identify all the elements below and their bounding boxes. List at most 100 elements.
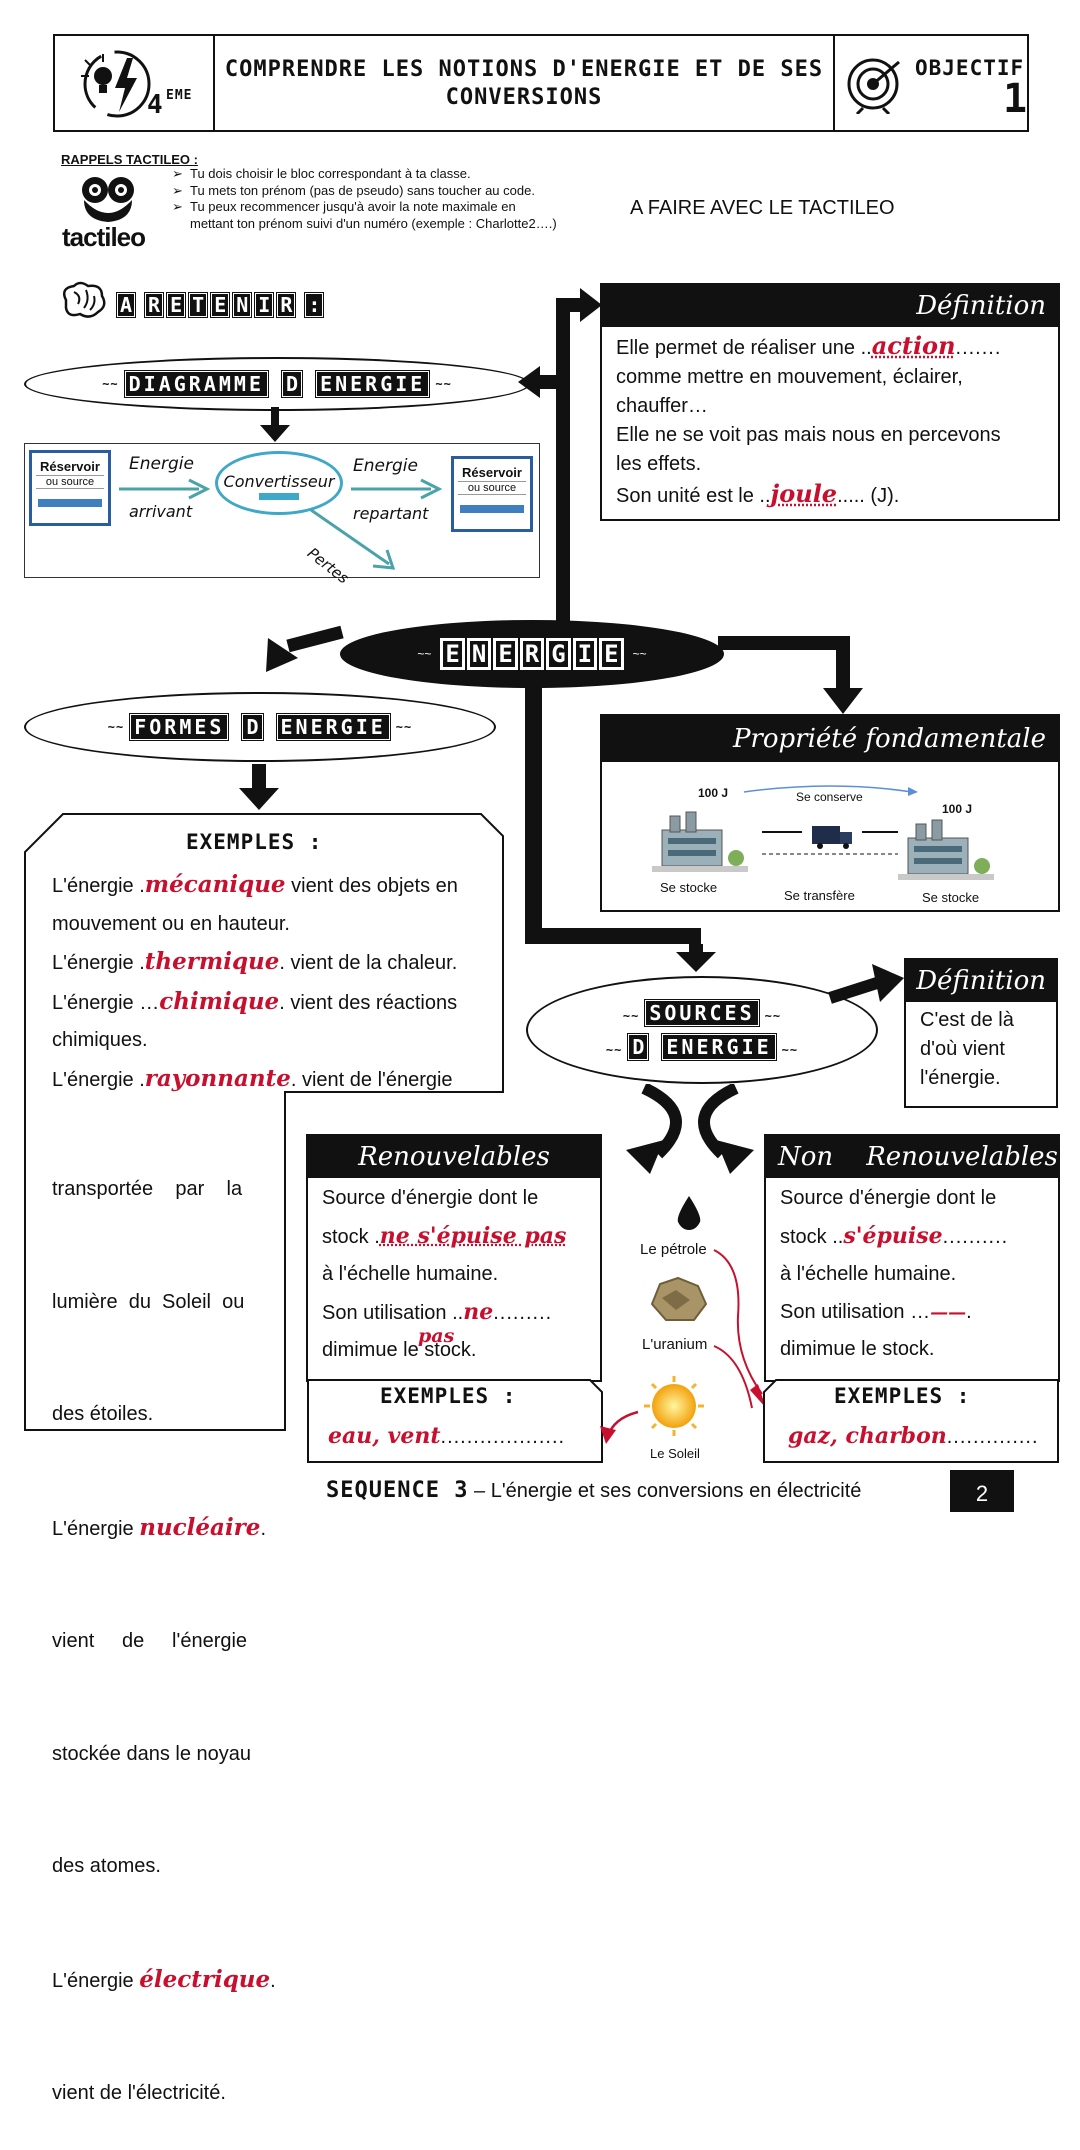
arrow-right-icon: [351, 478, 443, 500]
arrow-down-icon: [676, 944, 716, 974]
answer-nucleaire: nucléaire: [139, 1514, 260, 1541]
non-renouvelables-box: Non Renouvelables Source d'énergie dont …: [764, 1134, 1060, 1382]
title-letter: T: [188, 292, 208, 318]
renouvelables-text: Source d'énergie dont le stock .ne s'épu…: [308, 1178, 600, 1372]
page-title: COMPRENDRE LES NOTIONS D'ENERGIE ET DE S…: [215, 36, 835, 130]
connector-vertical-top: [556, 298, 570, 648]
rule-item: ➢Tu mets ton prénom (pas de pseudo) sans…: [172, 183, 562, 200]
connector-to-sources: [525, 928, 701, 944]
propriete-j1: 100 J: [698, 786, 728, 800]
arrow-up-right-icon: [826, 962, 906, 1012]
title-letter: A: [116, 292, 136, 318]
answer-eau-vent: eau, vent: [328, 1423, 441, 1449]
diagramme-word1: DIAGRAMME: [124, 370, 269, 398]
arrow-right-icon: [119, 478, 211, 500]
target-icon: [845, 54, 905, 114]
footer-sequence: SEQUENCE 3: [326, 1478, 468, 1503]
diagramme-word2: D: [281, 370, 303, 398]
diagramme-ellipse: ~~ DIAGRAMME D ENERGIE ~~: [24, 357, 530, 411]
answer-s-epuise: s'épuise: [843, 1223, 942, 1249]
forme-line: L'énergie .thermique. vient de la chaleu…: [52, 943, 492, 983]
tactileo-heading: RAPPELS TACTILEO :: [61, 152, 198, 167]
diagramme-word3: ENERGIE: [315, 370, 430, 398]
arrow-down-icon: [239, 764, 279, 812]
arrow-down-left-icon: [258, 618, 348, 678]
tactileo-todo: A FAIRE AVEC LE TACTILEO: [630, 197, 895, 220]
answer-rayonnante: rayonnante: [145, 1065, 291, 1092]
connector-to-propriete: [718, 636, 850, 650]
objective-number: 1: [1003, 76, 1028, 122]
formes-upper-text: L'énergie .mécanique vient des objets en…: [52, 866, 492, 1099]
title-letter: E: [210, 292, 230, 318]
forme-line: des atomes.: [52, 1848, 274, 1886]
title-letter: I: [254, 292, 274, 318]
propriete-box: Propriété fondamentale 100 J Se conserve…: [600, 714, 1060, 912]
formes-lower-text: transportée par la lumière du Soleil ou …: [52, 1096, 274, 2150]
answer-ne: ne: [463, 1299, 493, 1325]
title-letter: R: [144, 292, 164, 318]
arrivant-label: arrivant: [129, 502, 192, 521]
title-letter: R: [520, 638, 544, 670]
reservoir-end: Réservoir ou source: [451, 456, 533, 532]
answer-mecanique: mécanique: [145, 871, 286, 898]
definition-sources-box: Définition C'est de là d'où vient l'éner…: [904, 958, 1058, 1108]
renouvelables-head: Renouvelables: [308, 1136, 600, 1178]
non-renouvelables-exemples-label: EXEMPLES :: [834, 1384, 970, 1408]
title-letter: :: [304, 292, 324, 318]
footer: SEQUENCE 3 – L'énergie et ses conversion…: [326, 1478, 861, 1503]
rule-item: ➢Tu dois choisir le bloc correspondant à…: [172, 166, 562, 183]
propriete-transfere: Se transfère: [784, 888, 855, 903]
formes-exemples-label: EXEMPLES :: [186, 830, 322, 854]
footer-text: – L'énergie et ses conversions en électr…: [468, 1480, 861, 1502]
reservoir-start: Réservoir ou source: [29, 450, 111, 526]
renouvelables-exemples-label: EXEMPLES :: [380, 1384, 516, 1408]
frog-logo-icon: [78, 176, 138, 222]
arrow-left-icon: [518, 366, 540, 398]
factory-icon: [898, 816, 998, 886]
answer-chimique: chimique: [159, 988, 279, 1015]
sources-word1: SOURCES: [644, 999, 759, 1027]
forme-line: transportée par la: [52, 1171, 274, 1209]
definition-box: Définition Elle permet de réaliser une .…: [600, 283, 1060, 521]
renouvelables-exemples-answer: eau, vent...................: [328, 1422, 565, 1452]
a-retenir-label: ARETENIR:: [115, 299, 325, 316]
definition-head: Définition: [602, 285, 1058, 327]
propriete-j2: 100 J: [942, 802, 972, 816]
title-letter: E: [599, 638, 623, 670]
connector-down-propriete: [836, 636, 850, 690]
answer-pas: pas: [418, 1318, 454, 1356]
energie-center-ellipse: ~~ ENERGIE ~~: [340, 620, 724, 688]
answer-dash: ——: [930, 1302, 966, 1323]
page-title-line1: COMPRENDRE LES NOTIONS D'ENERGIE ET DE S…: [215, 56, 833, 84]
renouvelables-box: Renouvelables Source d'énergie dont le s…: [306, 1134, 602, 1382]
title-letter: R: [276, 292, 296, 318]
title-letter: N: [467, 638, 491, 670]
title-letter: E: [493, 638, 517, 670]
title-letter: G: [546, 638, 570, 670]
forme-line: chimiques.: [52, 1022, 492, 1060]
forme-line: L'énergie nucléaire.: [52, 1509, 274, 1549]
propriete-stocke1: Se stocke: [660, 880, 717, 895]
forme-line: L'énergie électrique.: [52, 1961, 274, 2001]
arrow-down-icon: [823, 688, 863, 716]
title-letter: N: [232, 292, 252, 318]
header-icon-cell: 4 EME: [55, 36, 215, 130]
forme-line: mouvement ou en hauteur.: [52, 906, 492, 944]
forme-line: des étoiles.: [52, 1396, 274, 1434]
page-number: 2: [950, 1470, 1014, 1512]
objective-cell: OBJECTIF 1: [839, 36, 1027, 130]
sources-word2: D: [627, 1033, 649, 1061]
title-letter: I: [573, 638, 597, 670]
tactileo-rules: ➢Tu dois choisir le bloc correspondant à…: [172, 166, 562, 232]
propriete-stocke2: Se stocke: [922, 890, 979, 905]
level-number: 4: [147, 90, 164, 120]
tactileo-logo-text: tactileo: [62, 222, 145, 253]
arrow-down-icon: [260, 407, 290, 443]
header-box: 4 EME COMPRENDRE LES NOTIONS D'ENERGIE E…: [53, 34, 1029, 132]
formes-ellipse: ~~ FORMES D ENERGIE ~~: [24, 692, 496, 762]
level-sup: EME: [166, 88, 192, 103]
forme-line: vient de l'électricité.: [52, 2075, 274, 2113]
title-letter: E: [166, 292, 186, 318]
answer-electrique: électrique: [139, 1966, 270, 1993]
forme-line: L'énergie .mécanique vient des objets en: [52, 866, 492, 906]
